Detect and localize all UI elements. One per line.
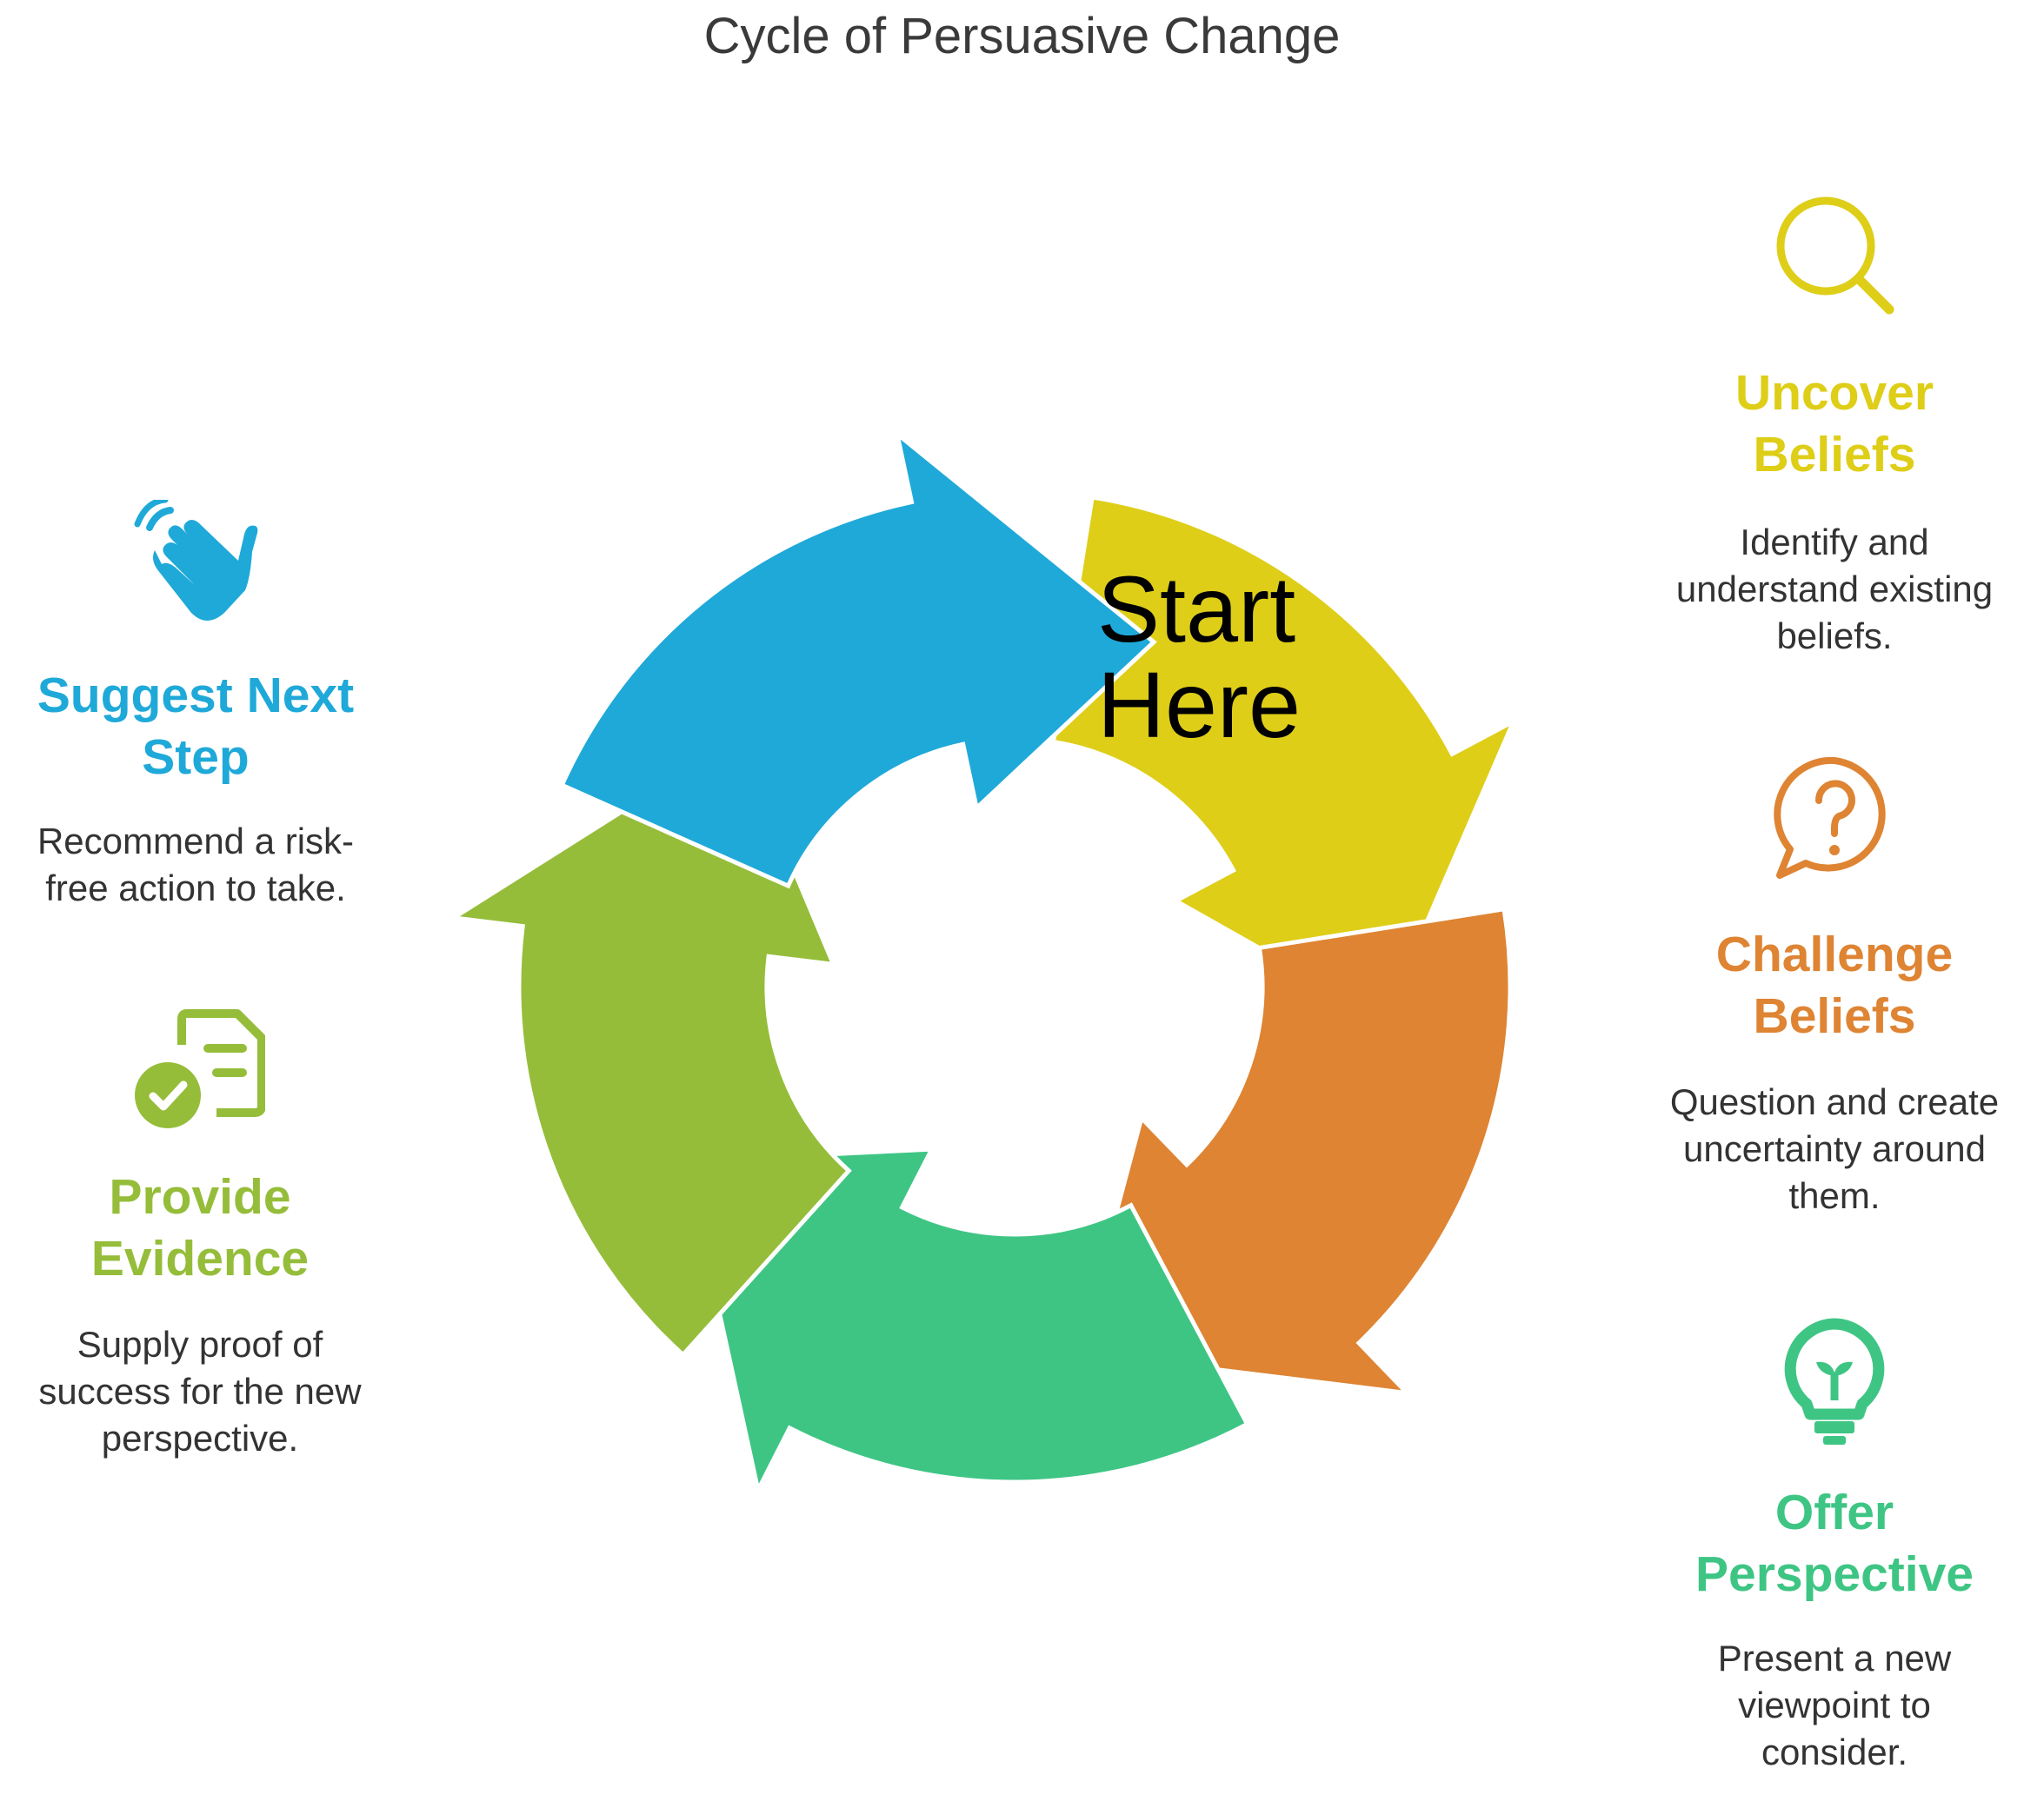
step-heading: Challenge Beliefs (1715, 927, 1954, 1044)
step-heading: Offer Perspective (1694, 1485, 1974, 1602)
search-icon (1776, 196, 1894, 315)
step-description: Present a new viewpoint to consider. (1717, 1638, 1952, 1772)
step-offer-perspective: Offer Perspective Present a new viewpoin… (1626, 1317, 2043, 1776)
step-uncover-beliefs: Uncover Beliefs Identify and understand … (1626, 187, 2043, 660)
waving-hand-icon (134, 500, 258, 621)
diagram-title: Cycle of Persuasive Change (703, 8, 1341, 64)
cycle-arrows (447, 428, 1519, 1497)
arrow-evidence (447, 735, 852, 1359)
step-description: Question and create uncertainty around t… (1669, 1081, 2000, 1216)
arrow-suggest (558, 428, 1157, 889)
start-here-line: Here (1097, 652, 1301, 757)
arrow-uncover (1050, 495, 1519, 1022)
step-description: Identify and understand existing beliefs… (1675, 522, 1994, 656)
arrow-challenge (1076, 906, 1513, 1396)
lightbulb-icon (1784, 1318, 1885, 1445)
question-bubble-icon (1774, 756, 1886, 879)
step-heading: Uncover Beliefs (1734, 365, 1934, 482)
step-challenge-beliefs: Challenge Beliefs Question and create un… (1626, 752, 2043, 1220)
step-provide-evidence: Provide Evidence Supply proof of success… (0, 1008, 400, 1462)
step-description: Recommend a risk- free action to take. (37, 821, 355, 908)
step-description: Supply proof of success for the new pers… (38, 1324, 362, 1459)
checked-document-icon (135, 1009, 265, 1128)
step-suggest-next-step: Suggest Next Step Recommend a risk- free… (0, 500, 391, 912)
step-heading: Provide Evidence (90, 1169, 310, 1286)
arrow-offer (683, 1147, 1250, 1497)
start-here-line: Start (1097, 556, 1295, 661)
step-heading: Suggest Next Step (37, 668, 355, 785)
